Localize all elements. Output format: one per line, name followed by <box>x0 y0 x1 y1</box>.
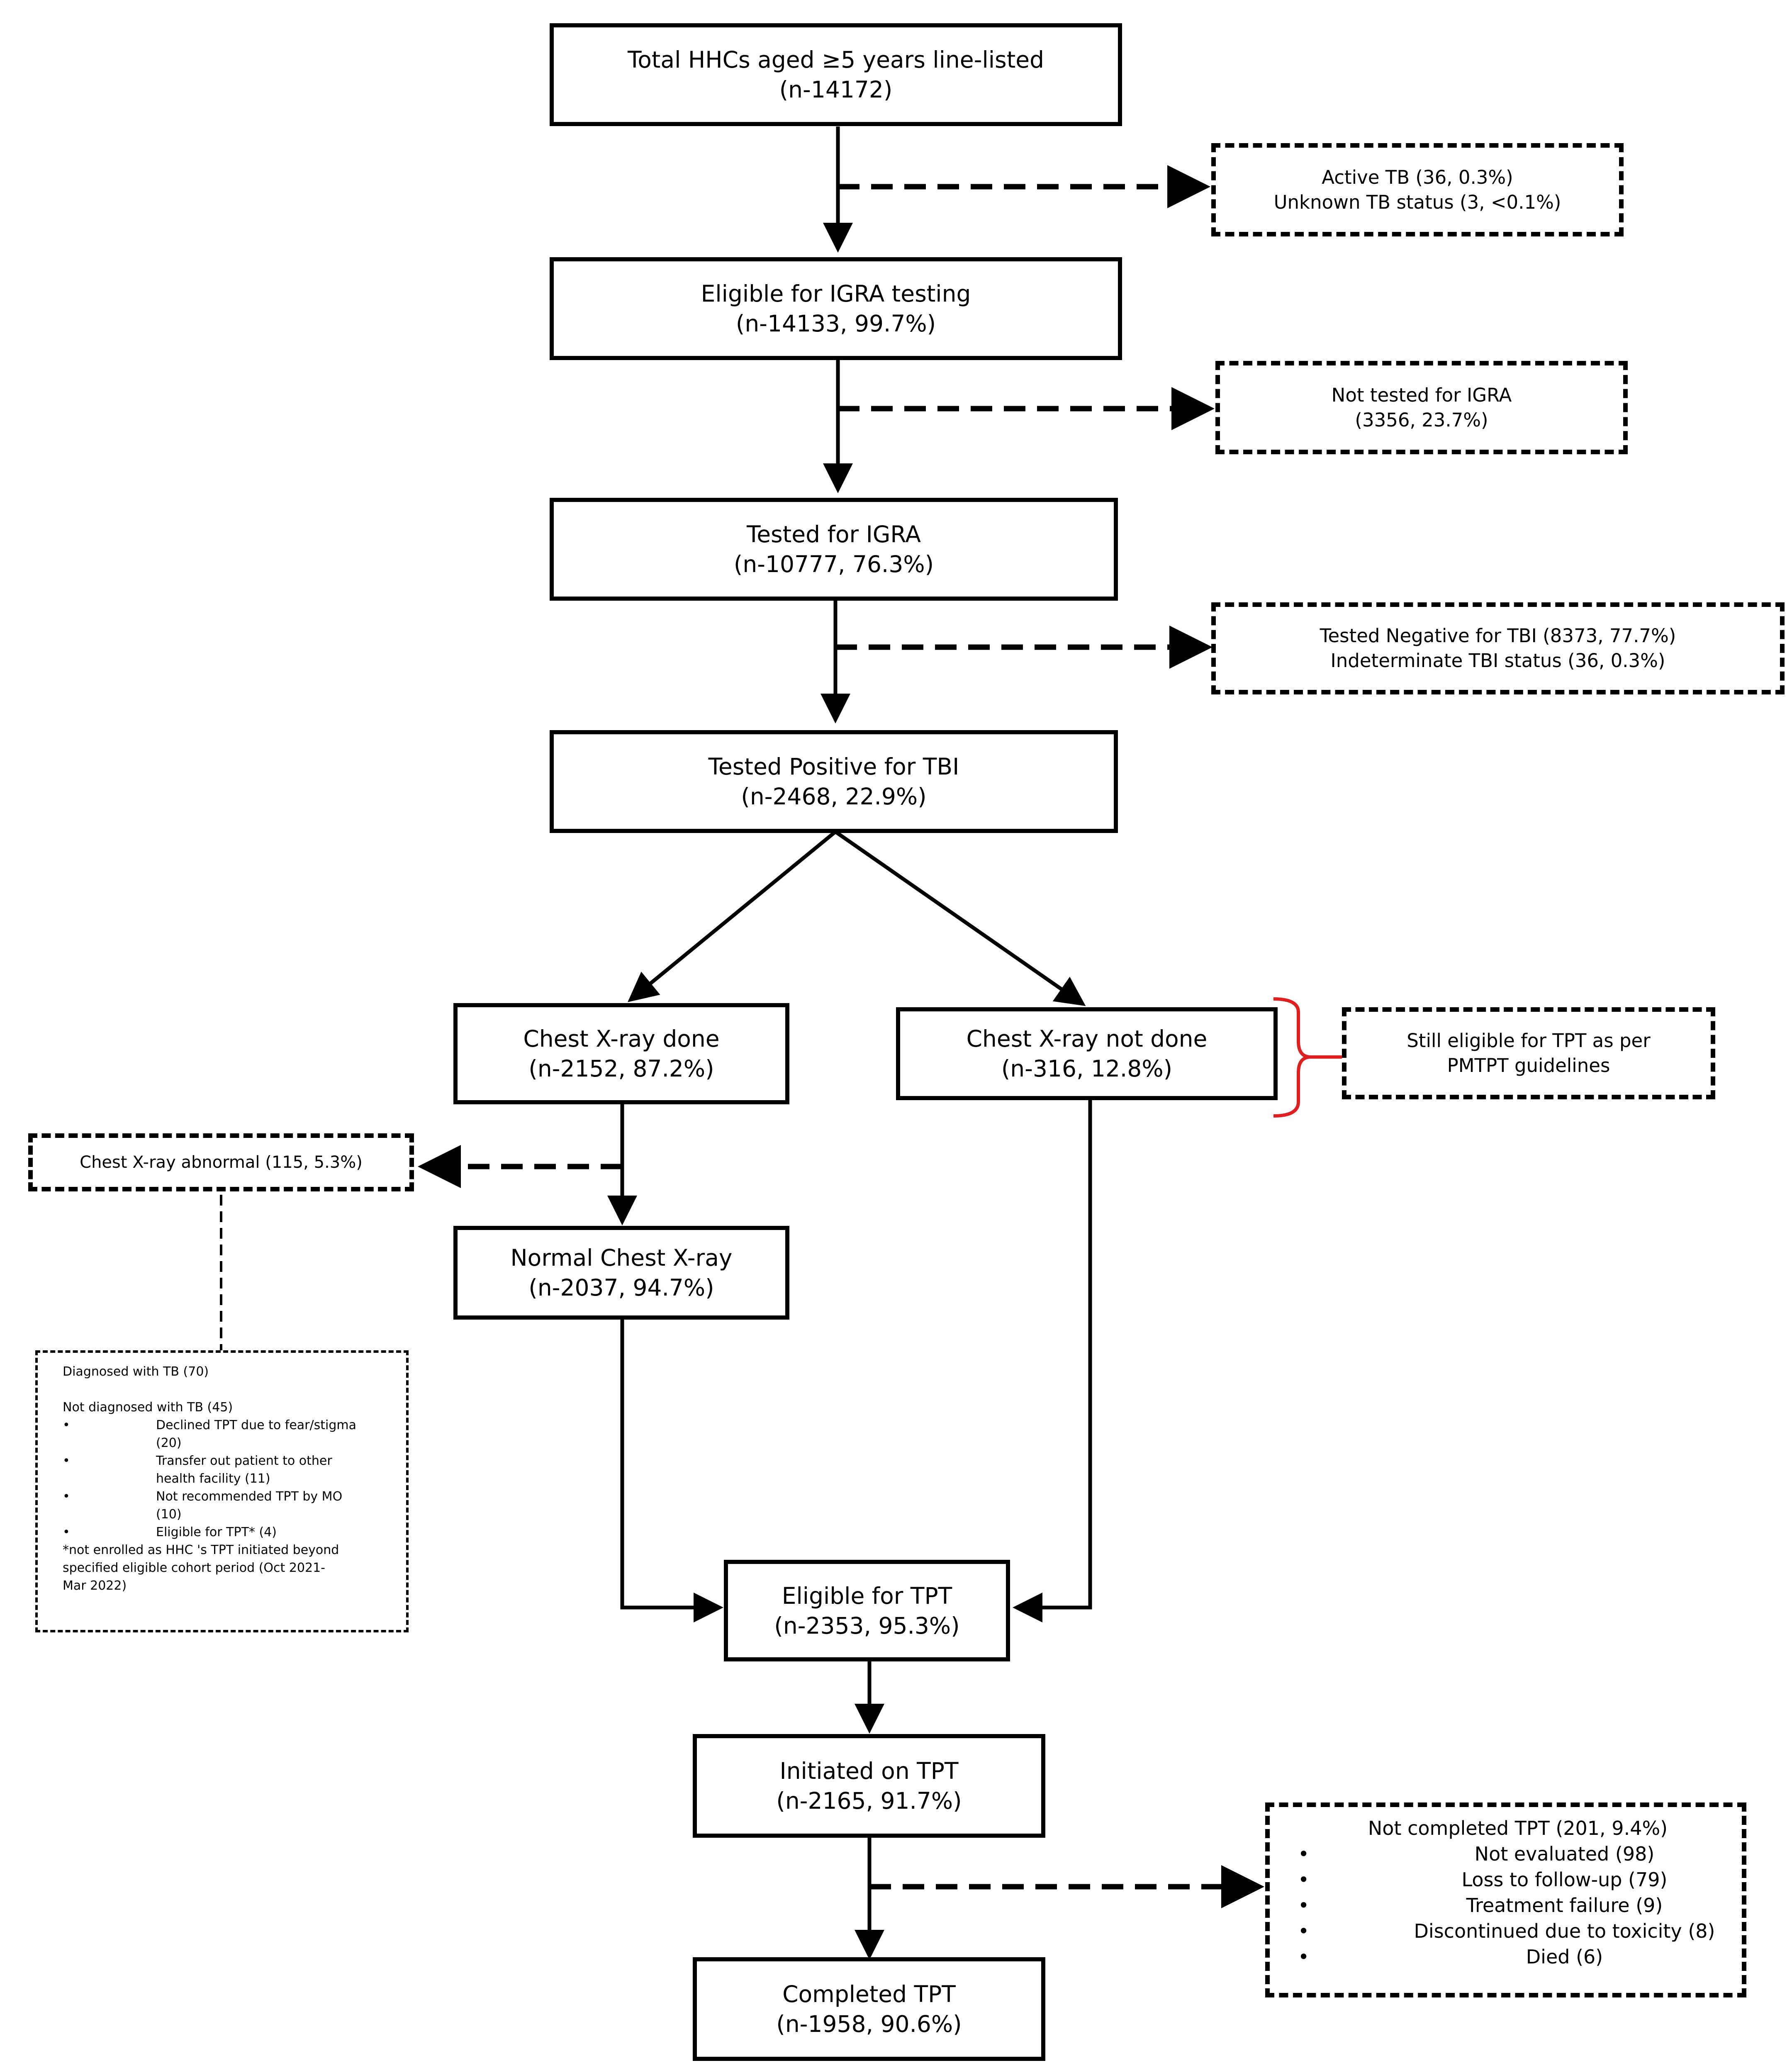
not-completed-list: • Not evaluated (98) • Loss to follow-up (… <box>1294 1841 1742 1970</box>
box-cxr-not-done: Chest X-ray not done (n-316, 12.8%) <box>896 1007 1278 1100</box>
box-eligible-tpt-line1: Eligible for TPT <box>782 1582 952 1609</box>
abnormal-reason-item: • Eligible for TPT* (4) <box>63 1523 394 1541</box>
diagnosed-tb: Diagnosed with TB (70) <box>63 1364 209 1379</box>
abnormal-reason-list: • Declined TPT due to fear/stigma (20) • T… <box>63 1416 394 1541</box>
reason-l2: (20) <box>156 1436 182 1450</box>
item-label: Loss to follow-up (79) <box>1461 1868 1668 1891</box>
spacer <box>63 1381 394 1398</box>
reason-l1: Eligible for TPT* (4) <box>156 1525 277 1539</box>
not-tested-line2: (3356, 23.7%) <box>1355 409 1488 431</box>
item-label: Not evaluated (98) <box>1474 1843 1655 1865</box>
arrow-positive-to-cxr-done <box>628 830 837 1002</box>
footnote-line: Mar 2022) <box>63 1578 127 1593</box>
bullet: • <box>1298 1894 1310 1917</box>
abnormal-reason-cont: (10) <box>63 1505 394 1523</box>
item-label: Discontinued due to toxicity (8) <box>1414 1920 1715 1942</box>
box-not-completed-tpt: Not completed TPT (201, 9.4%) • Not evalu… <box>1265 1802 1746 1997</box>
box-completed-tpt-line2: (n-1958, 90.6%) <box>776 2011 962 2037</box>
box-cxr-abnormal: Chest X-ray abnormal (115, 5.3%) <box>28 1133 414 1191</box>
box-eligible-igra-line1: Eligible for IGRA testing <box>701 280 971 307</box>
box-positive-tbi: Tested Positive for TBI (n-2468, 22.9%) <box>550 730 1118 833</box>
negative-tbi-line1: Tested Negative for TBI (8373, 77.7%) <box>1320 625 1676 647</box>
box-initiated-tpt: Initiated on TPT (n-2165, 91.7%) <box>693 1734 1045 1838</box>
box-normal-cxr-line1: Normal Chest X-ray <box>510 1245 733 1271</box>
box-initiated-tpt-line2: (n-2165, 91.7%) <box>776 1788 962 1814</box>
arrow-not-done-to-eligible-tpt <box>1013 1099 1092 1622</box>
item-label: Died (6) <box>1526 1946 1603 1968</box>
box-tested-igra-line1: Tested for IGRA <box>746 521 921 548</box>
active-tb-line1: Active TB (36, 0.3%) <box>1322 166 1513 188</box>
not-tested-line1: Not tested for IGRA <box>1331 384 1512 406</box>
box-eligible-tpt-line2: (n-2353, 95.3%) <box>774 1612 960 1639</box>
box-active-tb: Active TB (36, 0.3%) Unknown TB status (… <box>1211 143 1624 236</box>
still-eligible-line2: PMTPT guidelines <box>1447 1055 1610 1077</box>
cxr-abnormal-label: Chest X-ray abnormal (115, 5.3%) <box>80 1153 363 1172</box>
footnote-line: *not enrolled as HHC 's TPT initiated be… <box>63 1543 339 1557</box>
box-total-line2: (n-14172) <box>779 76 893 103</box>
box-total-line1: Total HHCs aged ≥5 years line-listed <box>627 46 1045 73</box>
box-cxr-not-done-line1: Chest X-ray not done <box>966 1025 1208 1052</box>
reason-l2: health facility (11) <box>156 1471 270 1486</box>
not-completed-item: • Loss to follow-up (79) <box>1294 1867 1742 1893</box>
reason-l1: Declined TPT due to fear/stigma <box>156 1418 356 1432</box>
not-diagnosed-tb: Not diagnosed with TB (45) <box>63 1400 233 1415</box>
box-not-tested-igra: Not tested for IGRA (3356, 23.7%) <box>1215 361 1628 454</box>
abnormal-reason-item: • Transfer out patient to other <box>63 1452 394 1470</box>
still-eligible-line1: Still eligible for TPT as per <box>1407 1030 1651 1052</box>
box-cxr-done-line1: Chest X-ray done <box>523 1025 720 1052</box>
box-eligible-tpt: Eligible for TPT (n-2353, 95.3%) <box>724 1560 1010 1661</box>
abnormal-reason-cont: (20) <box>63 1434 394 1452</box>
bullet: • <box>63 1454 70 1468</box>
negative-tbi-line2: Indeterminate TBI status (36, 0.3%) <box>1330 650 1665 672</box>
box-normal-cxr-line2: (n-2037, 94.7%) <box>528 1274 714 1301</box>
box-cxr-not-done-line2: (n-316, 12.8%) <box>1001 1055 1173 1082</box>
bullet: • <box>1298 1843 1310 1865</box>
abnormal-reason-item: • Not recommended TPT by MO <box>63 1488 394 1505</box>
box-tested-igra: Tested for IGRA (n-10777, 76.3%) <box>550 498 1118 601</box>
not-completed-item: • Not evaluated (98) <box>1294 1841 1742 1867</box>
not-completed-title: Not completed TPT (201, 9.4%) <box>1368 1817 1668 1839</box>
arrow-positive-to-cxr-not-done <box>834 830 1086 1006</box>
box-tested-igra-line2: (n-10777, 76.3%) <box>733 551 934 577</box>
bullet: • <box>1298 1920 1310 1942</box>
box-still-eligible: Still eligible for TPT as per PMTPT guid… <box>1342 1007 1715 1099</box>
abnormal-reason-item: • Declined TPT due to fear/stigma <box>63 1416 394 1434</box>
box-cxr-done: Chest X-ray done (n-2152, 87.2%) <box>453 1003 789 1104</box>
box-eligible-igra-line2: (n-14133, 99.7%) <box>735 310 936 337</box>
red-bracket <box>1273 997 1311 1118</box>
bullet: • <box>1298 1868 1310 1891</box>
box-positive-tbi-line2: (n-2468, 22.9%) <box>741 783 927 810</box>
bullet: • <box>1298 1946 1310 1968</box>
item-label: Treatment failure (9) <box>1466 1894 1663 1917</box>
reason-l1: Transfer out patient to other <box>156 1454 332 1468</box>
box-cxr-done-line2: (n-2152, 87.2%) <box>528 1055 714 1082</box>
not-completed-item: • Discontinued due to toxicity (8) <box>1294 1918 1742 1944</box>
not-completed-item: • Treatment failure (9) <box>1294 1893 1742 1918</box>
box-abnormal-detail: Diagnosed with TB (70) Not diagnosed wit… <box>35 1350 409 1632</box>
footnote: *not enrolled as HHC 's TPT initiated be… <box>63 1541 394 1595</box>
box-total-hhcs: Total HHCs aged ≥5 years line-listed (n-… <box>550 23 1122 126</box>
bullet: • <box>63 1418 70 1432</box>
footnote-line: specified eligible cohort period (Oct 20… <box>63 1561 326 1575</box>
reason-l2: (10) <box>156 1507 182 1522</box>
arrow-normal-to-eligible-tpt <box>620 1319 723 1622</box>
box-normal-cxr: Normal Chest X-ray (n-2037, 94.7%) <box>453 1226 789 1320</box>
box-positive-tbi-line1: Tested Positive for TBI <box>708 753 959 780</box>
box-completed-tpt: Completed TPT (n-1958, 90.6%) <box>693 1957 1045 2061</box>
bullet: • <box>63 1489 70 1504</box>
not-completed-item: • Died (6) <box>1294 1944 1742 1970</box>
box-initiated-tpt-line1: Initiated on TPT <box>779 1758 959 1784</box>
abnormal-reason-cont: health facility (11) <box>63 1470 394 1488</box>
bullet: • <box>63 1525 70 1539</box>
box-completed-tpt-line1: Completed TPT <box>782 1981 956 2007</box>
active-tb-line2: Unknown TB status (3, <0.1%) <box>1273 191 1561 213</box>
box-negative-tbi: Tested Negative for TBI (8373, 77.7%) In… <box>1211 602 1785 694</box>
box-eligible-igra: Eligible for IGRA testing (n-14133, 99.7… <box>550 257 1122 360</box>
reason-l1: Not recommended TPT by MO <box>156 1489 343 1504</box>
